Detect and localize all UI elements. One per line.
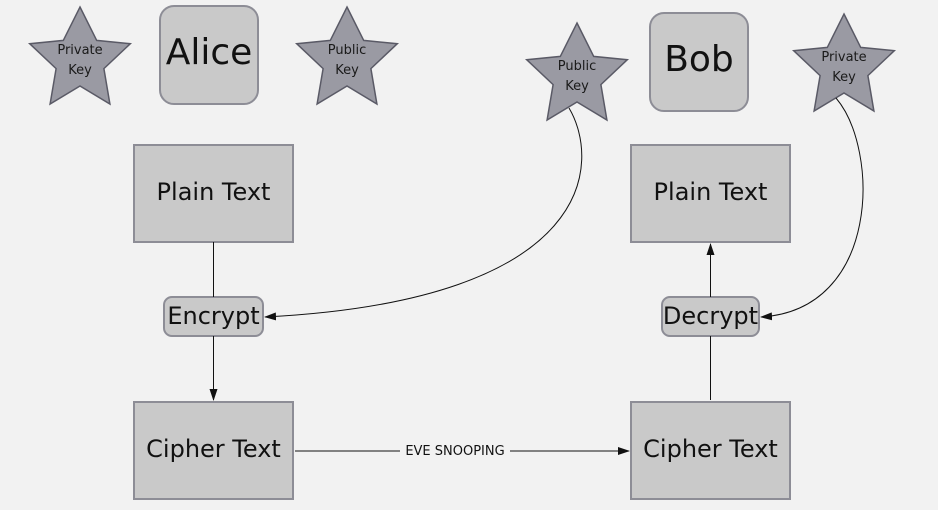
encrypt-label: Encrypt (167, 302, 259, 330)
alice-plain-text-label: Plain Text (157, 178, 271, 206)
alice-plain-text-box: Plain Text (133, 144, 294, 243)
alice-cipher-text-label: Cipher Text (146, 435, 281, 463)
bob-cipher-text-label: Cipher Text (643, 435, 778, 463)
edge-bob-public-key-to-encrypt (264, 107, 583, 321)
bob-private-key-label-line1: Private (821, 50, 866, 65)
alice-name: Alice (166, 32, 253, 73)
alice-cipher-text-box: Cipher Text (133, 401, 294, 500)
eve-snooping-label: EVE SNOOPING (405, 444, 504, 459)
bob-public-key-label-line2: Key (565, 79, 589, 94)
alice-name-box: Alice (159, 5, 259, 105)
alice-public-key-label-line2: Key (335, 63, 359, 78)
alice-private-key-star: Private Key (27, 5, 133, 106)
bob-cipher-text-box: Cipher Text (630, 401, 791, 500)
bob-private-key-label-line2: Key (832, 70, 856, 85)
bob-plain-text-label: Plain Text (654, 178, 768, 206)
bob-public-key-star: Public Key (524, 21, 630, 122)
decrypt-box: Decrypt (661, 296, 760, 337)
alice-private-key-label-line1: Private (57, 43, 102, 58)
bob-public-key-label-line1: Public (558, 59, 596, 74)
bob-private-key-star: Private Key (791, 12, 897, 113)
decrypt-label: Decrypt (663, 302, 758, 330)
bob-name-box: Bob (649, 12, 749, 112)
edge-bob-private-key-to-decrypt (760, 97, 864, 321)
alice-public-key-star: Public Key (294, 5, 400, 106)
bob-name: Bob (664, 39, 734, 80)
encrypt-box: Encrypt (163, 296, 264, 337)
alice-private-key-label-line2: Key (68, 63, 92, 78)
bob-plain-text-box: Plain Text (630, 144, 791, 243)
alice-public-key-label-line1: Public (328, 43, 366, 58)
